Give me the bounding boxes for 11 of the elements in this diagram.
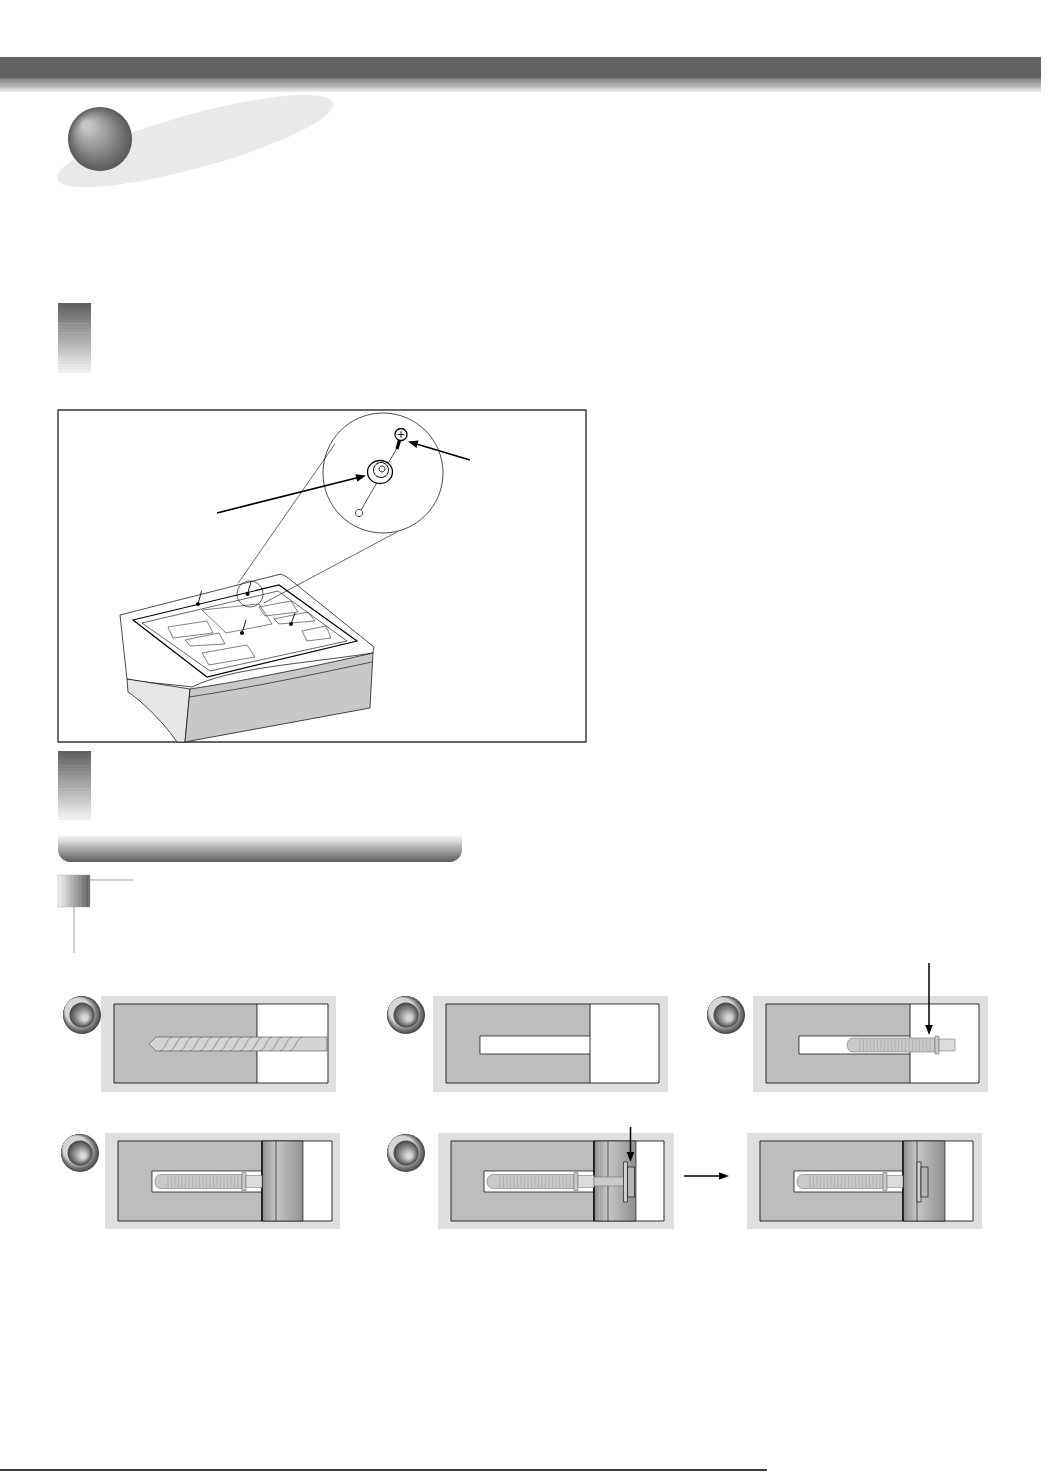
wall-plug — [846, 1035, 956, 1055]
spacer — [366, 459, 394, 485]
leader-arrow — [925, 962, 933, 1035]
step-panel — [433, 996, 668, 1092]
screw — [394, 427, 408, 450]
arrow — [683, 1172, 729, 1180]
leader-arrow — [626, 1126, 635, 1162]
leader-arrow — [408, 440, 471, 461]
step-panel — [753, 996, 988, 1092]
nut-and-washer — [623, 1161, 635, 1203]
leader-arrow — [216, 474, 366, 514]
